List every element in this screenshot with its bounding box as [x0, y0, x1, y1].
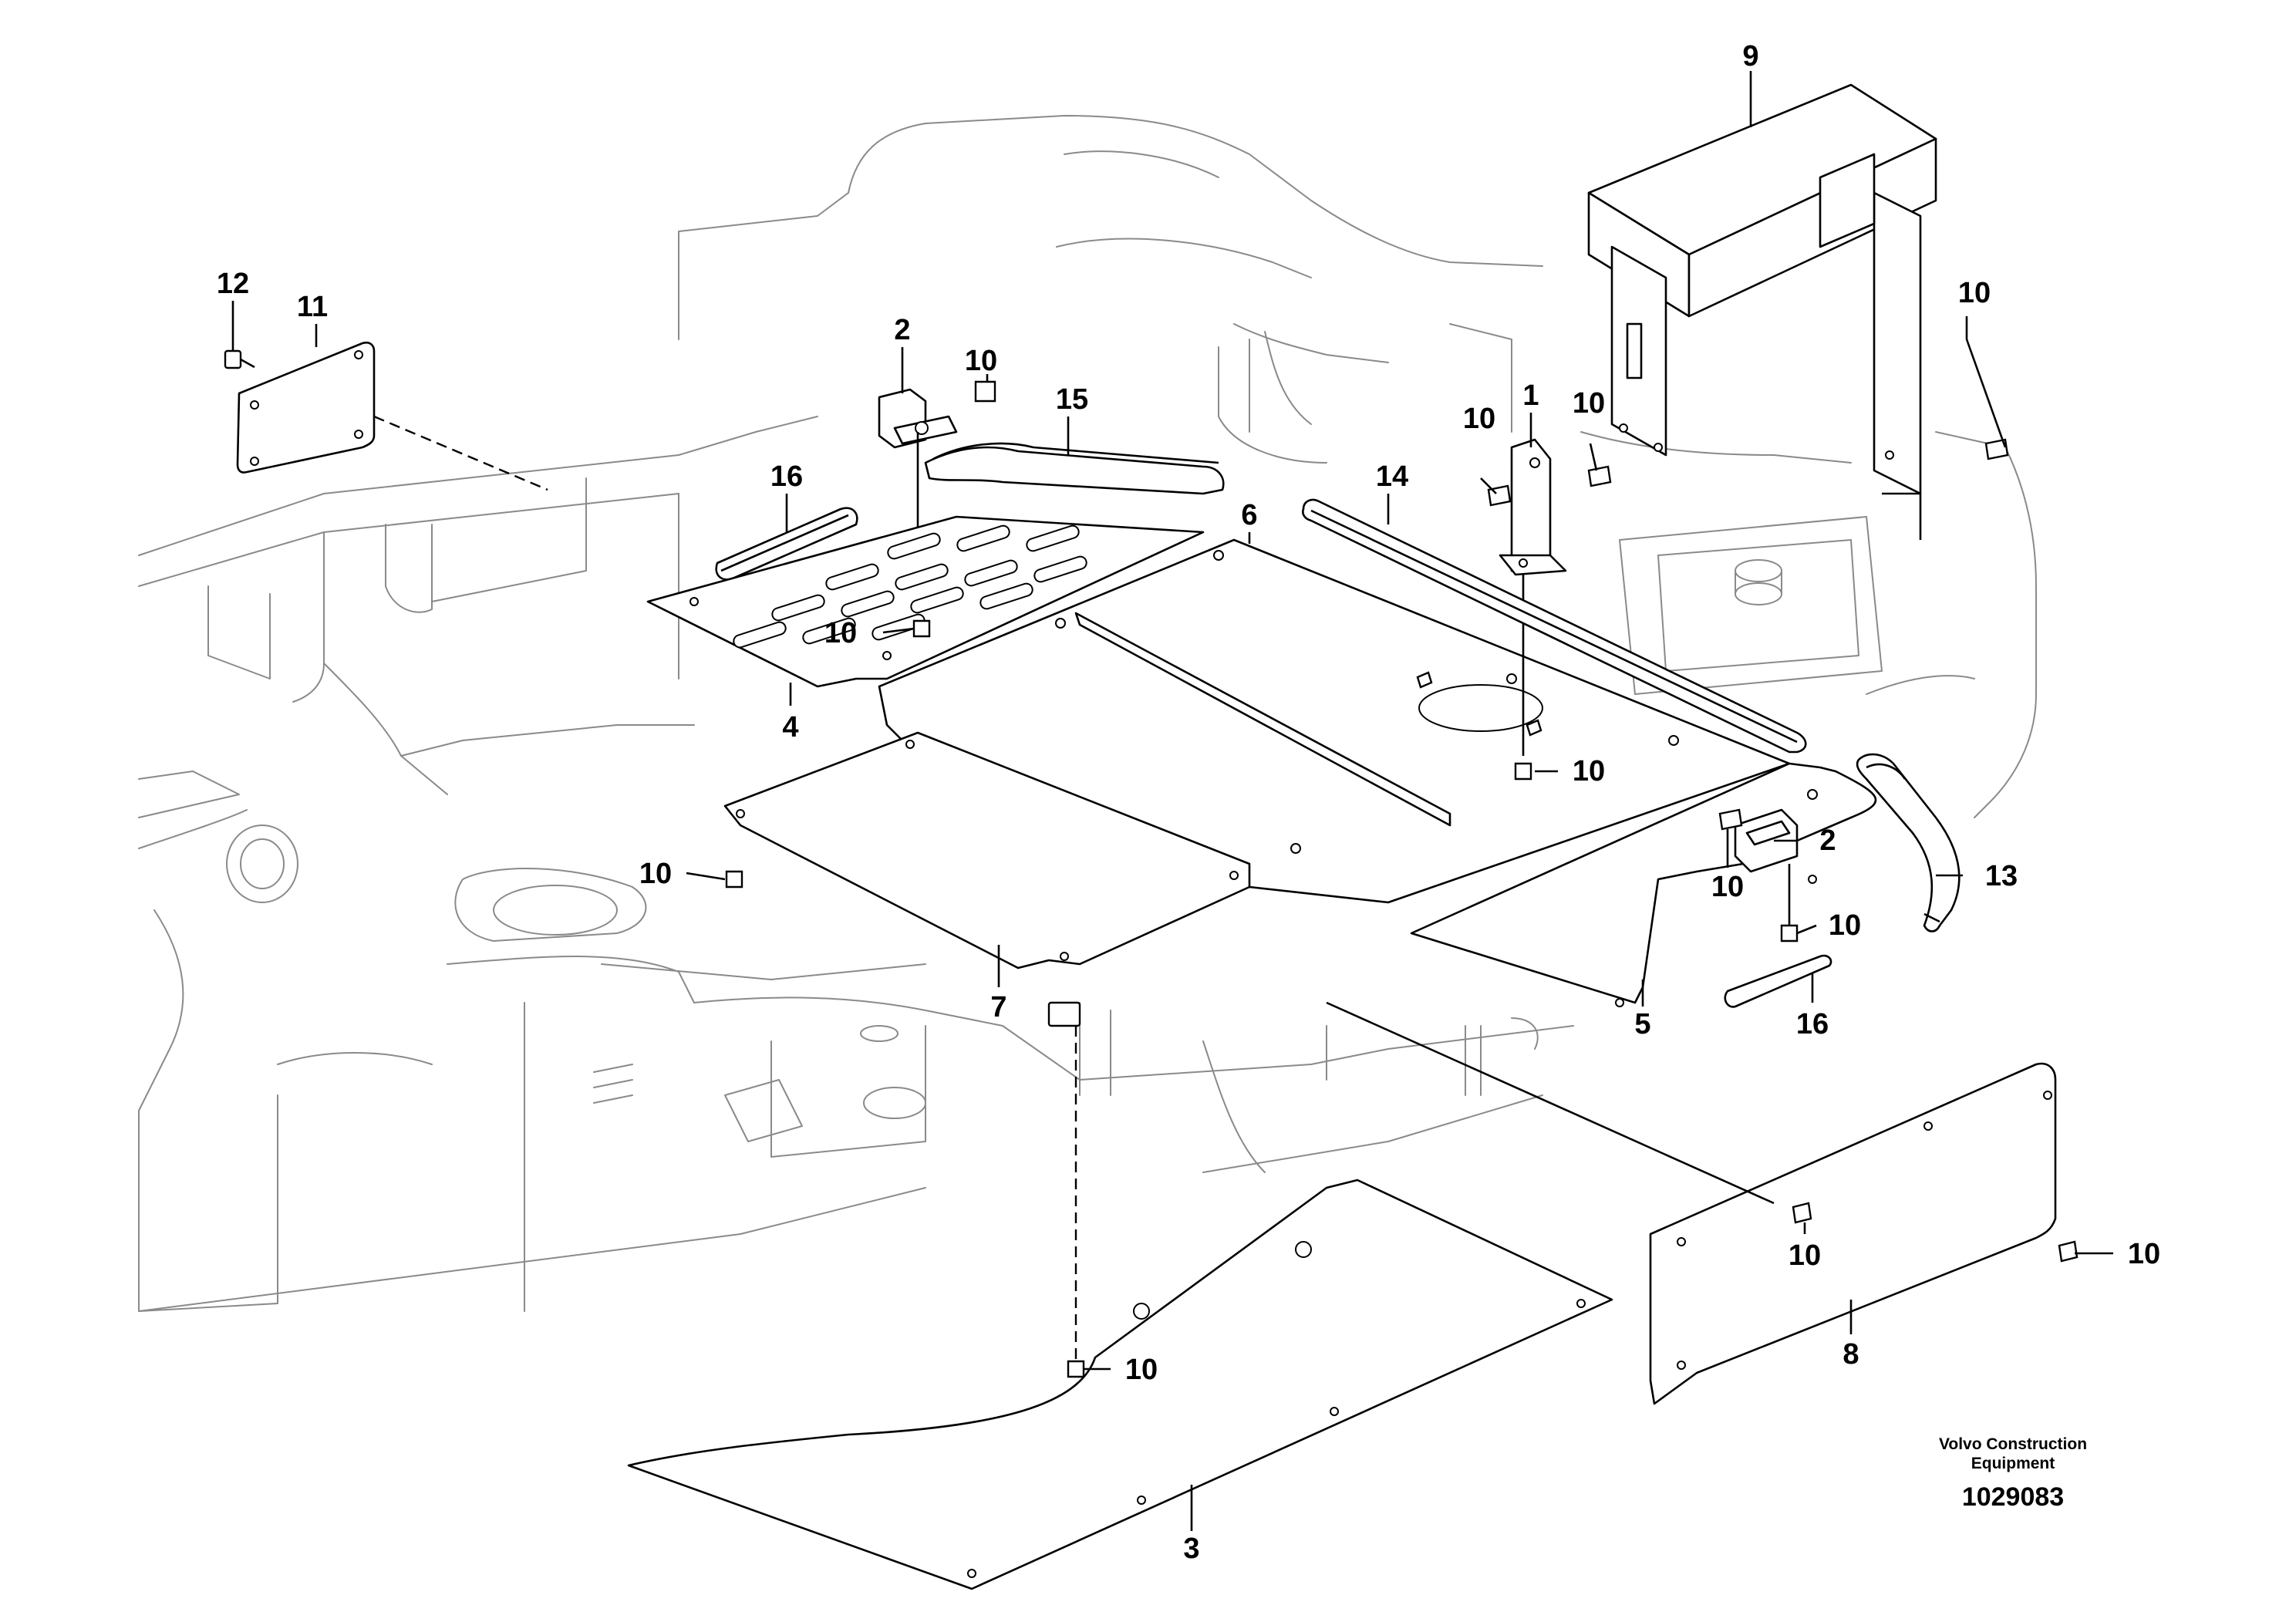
callout-16: 16 — [1796, 1008, 1829, 1040]
part-12-bolt — [224, 349, 255, 369]
callout-10: 10 — [1573, 387, 1605, 420]
callout-13: 13 — [1985, 860, 2018, 892]
bolt-part-5 — [1780, 924, 1799, 943]
part-11-cover-plate — [236, 341, 548, 491]
part-14-long-strip — [1302, 498, 1807, 754]
company-caption: Volvo Construction Equipment — [1897, 1435, 2129, 1473]
part-15-strip — [924, 442, 1225, 495]
callout-3: 3 — [1183, 1533, 1199, 1565]
bolt-part-8-left — [1792, 1202, 1812, 1224]
company-line-2: Equipment — [1971, 1455, 2055, 1472]
callout-4: 4 — [782, 711, 798, 744]
callout-12: 12 — [217, 268, 249, 300]
part-13-hose — [1856, 753, 1961, 932]
part-8-side-plate — [1326, 1001, 2057, 1405]
bolts-part-10 — [725, 380, 2079, 1378]
callout-7: 7 — [990, 991, 1006, 1023]
callout-9: 9 — [1742, 40, 1758, 73]
part-9-top-bracket — [1587, 83, 1937, 540]
bolt-part-9-left — [1587, 465, 1612, 487]
callout-10: 10 — [1958, 277, 1991, 309]
part-3-bottom-plate — [627, 1179, 1613, 1590]
callout-6: 6 — [1241, 499, 1257, 531]
vertical-dash-line-part-3 — [1047, 1001, 1081, 1369]
bolt-part-4 — [912, 619, 931, 638]
callout-10: 10 — [1463, 403, 1495, 435]
bolt-near-bracket-2 — [974, 380, 996, 403]
callout-10: 10 — [639, 858, 672, 890]
callout-14: 14 — [1376, 460, 1408, 493]
company-line-1: Volvo Construction — [1938, 1435, 2088, 1453]
callout-10: 10 — [1789, 1239, 1821, 1272]
part-2-lower-bracket — [1734, 808, 1799, 926]
callout-11: 11 — [297, 291, 328, 323]
bolt-part-6 — [1514, 762, 1532, 781]
callout-10: 10 — [1125, 1354, 1158, 1386]
callout-10: 10 — [2128, 1238, 2160, 1270]
bolt-part-8-right — [2058, 1240, 2079, 1263]
document-number: 1029083 — [1961, 1482, 2065, 1512]
part-16-upper-strip — [715, 507, 858, 581]
part-7-front-plate — [723, 731, 1251, 969]
bolt-part-7 — [725, 870, 743, 889]
callout-10: 10 — [965, 345, 997, 377]
callout-8: 8 — [1843, 1338, 1859, 1371]
machine-frame-outline — [138, 115, 2037, 1312]
bolt-part-2-lower — [1718, 808, 1743, 831]
ventilation-slots — [733, 524, 1087, 649]
callout-10: 10 — [824, 617, 857, 649]
part-2-upper-bracket — [878, 388, 958, 617]
callout-labels: 9 10 1 10 10 14 6 15 2 10 16 10 4 11 12 … — [217, 40, 2160, 1565]
callout-1: 1 — [1522, 379, 1539, 412]
bolt-part-9-right — [1984, 438, 2009, 460]
callout-10: 10 — [1829, 909, 1861, 942]
callout-10: 10 — [1711, 871, 1744, 903]
callout-16: 16 — [770, 460, 803, 493]
leader-lines — [231, 71, 2113, 1531]
callout-15: 15 — [1056, 383, 1088, 416]
part-1-bracket — [1499, 438, 1567, 756]
bolt-part-3 — [1067, 1360, 1085, 1378]
part-4-slotted-plate — [646, 515, 1205, 688]
callout-5: 5 — [1634, 1008, 1650, 1040]
callout-10: 10 — [1573, 755, 1605, 787]
part-16-lower-strip — [1724, 954, 1832, 1008]
callout-2: 2 — [1819, 824, 1836, 857]
callout-2: 2 — [894, 314, 910, 346]
